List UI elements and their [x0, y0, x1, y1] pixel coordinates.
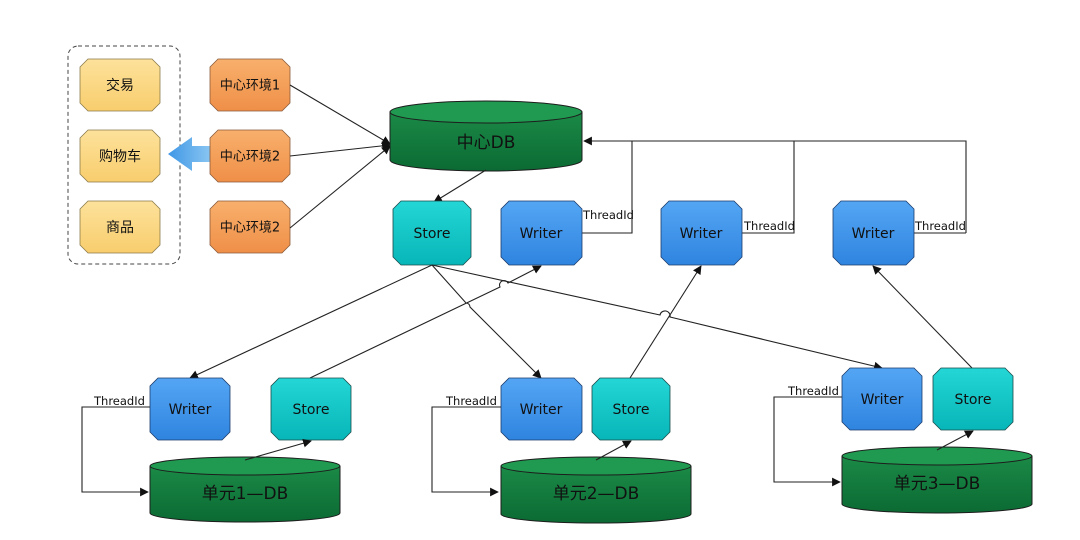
edge-centerdb-to-store — [433, 169, 487, 203]
threadid-label-center-writer-1: ThreadId — [582, 208, 634, 222]
center-db-label: 中心DB — [457, 133, 516, 153]
unit2-writer[interactable]: Writer — [500, 377, 583, 441]
business-item-label: 购物车 — [99, 148, 141, 165]
unit1-writer[interactable]: Writer — [149, 377, 231, 441]
unit3-db[interactable]: 单元3—DB — [841, 446, 1033, 514]
threadid-label-unit3: ThreadId — [787, 384, 839, 398]
unit2-store-label: Store — [612, 402, 649, 418]
edge-env1-to-centerdb — [289, 84, 391, 145]
business-item-product[interactable]: 商品 — [79, 200, 161, 254]
center-store[interactable]: Store — [392, 200, 472, 266]
unit3-store-label: Store — [954, 392, 991, 408]
unit2-writer-label: Writer — [520, 402, 563, 418]
center-writer-1[interactable]: Writer — [500, 200, 583, 266]
center-env-3[interactable]: 中心环境2 — [209, 200, 291, 254]
edge-env3-to-centerdb — [289, 145, 391, 229]
edge-unit1-threadid — [81, 406, 150, 497]
edge-unit2-store-to-writer2 — [629, 265, 702, 379]
threadid-label-center-writer-2: ThreadId — [743, 219, 795, 233]
edge-threadid-return-main — [583, 136, 967, 233]
unit1-db[interactable]: 单元1—DB — [149, 456, 341, 523]
business-item-trade[interactable]: 交易 — [79, 58, 161, 112]
threadid-label-center-writer-3: ThreadId — [914, 219, 966, 233]
unit1-writer-label: Writer — [169, 402, 212, 418]
center-env-label: 中心环境2 — [220, 221, 280, 236]
edge-store-to-unit1-writer — [189, 264, 433, 379]
unit2-db-label: 单元2—DB — [553, 484, 640, 504]
edge-unit1-db-to-store — [244, 438, 312, 461]
business-item-cart[interactable]: 购物车 — [79, 129, 161, 183]
edge-env2-to-centerdb — [289, 141, 391, 157]
center-env-1[interactable]: 中心环境1 — [209, 58, 291, 112]
business-item-label: 商品 — [106, 220, 134, 236]
edge-unit2-db-to-store — [595, 440, 632, 461]
edge-store-to-unit3-writer — [431, 264, 883, 371]
unit1-db-label: 单元1—DB — [202, 484, 289, 504]
center-env-label: 中心环境1 — [220, 79, 280, 94]
edge-unit1-store-to-writer1 — [309, 265, 542, 379]
edge-threadid-return-writer1 — [582, 141, 633, 234]
unit3-store[interactable]: Store — [932, 367, 1014, 431]
threadid-label-unit1: ThreadId — [93, 394, 145, 408]
edge-unit3-threadid — [773, 396, 842, 487]
center-env-2[interactable]: 中心环境2 — [209, 129, 291, 183]
edge-threadid-return-writer2 — [742, 141, 795, 234]
blue-arrow-icon — [168, 137, 212, 171]
center-writer-label: Writer — [680, 226, 723, 242]
unit2-store[interactable]: Store — [591, 377, 671, 441]
center-writer-label: Writer — [520, 226, 563, 242]
center-writer-label: Writer — [852, 226, 895, 242]
unit3-db-label: 单元3—DB — [894, 474, 981, 494]
center-env-label: 中心环境2 — [220, 150, 280, 165]
business-item-label: 交易 — [106, 77, 134, 94]
center-store-label: Store — [413, 226, 450, 242]
edge-unit2-threadid — [431, 406, 501, 497]
unit3-writer-label: Writer — [861, 392, 904, 408]
unit2-db[interactable]: 单元2—DB — [500, 456, 692, 524]
edge-store-to-unit2-writer — [431, 264, 542, 379]
threadid-label-unit2: ThreadId — [445, 394, 497, 408]
unit1-store-label: Store — [292, 402, 329, 418]
edge-unit3-store-to-writer3 — [872, 265, 973, 369]
center-writer-3[interactable]: Writer — [832, 200, 915, 266]
unit3-writer[interactable]: Writer — [841, 367, 923, 431]
edge-unit3-db-to-store — [936, 430, 974, 451]
center-db[interactable]: 中心DB — [389, 100, 583, 172]
center-writer-2[interactable]: Writer — [660, 200, 743, 266]
unit1-store[interactable]: Store — [270, 377, 352, 441]
